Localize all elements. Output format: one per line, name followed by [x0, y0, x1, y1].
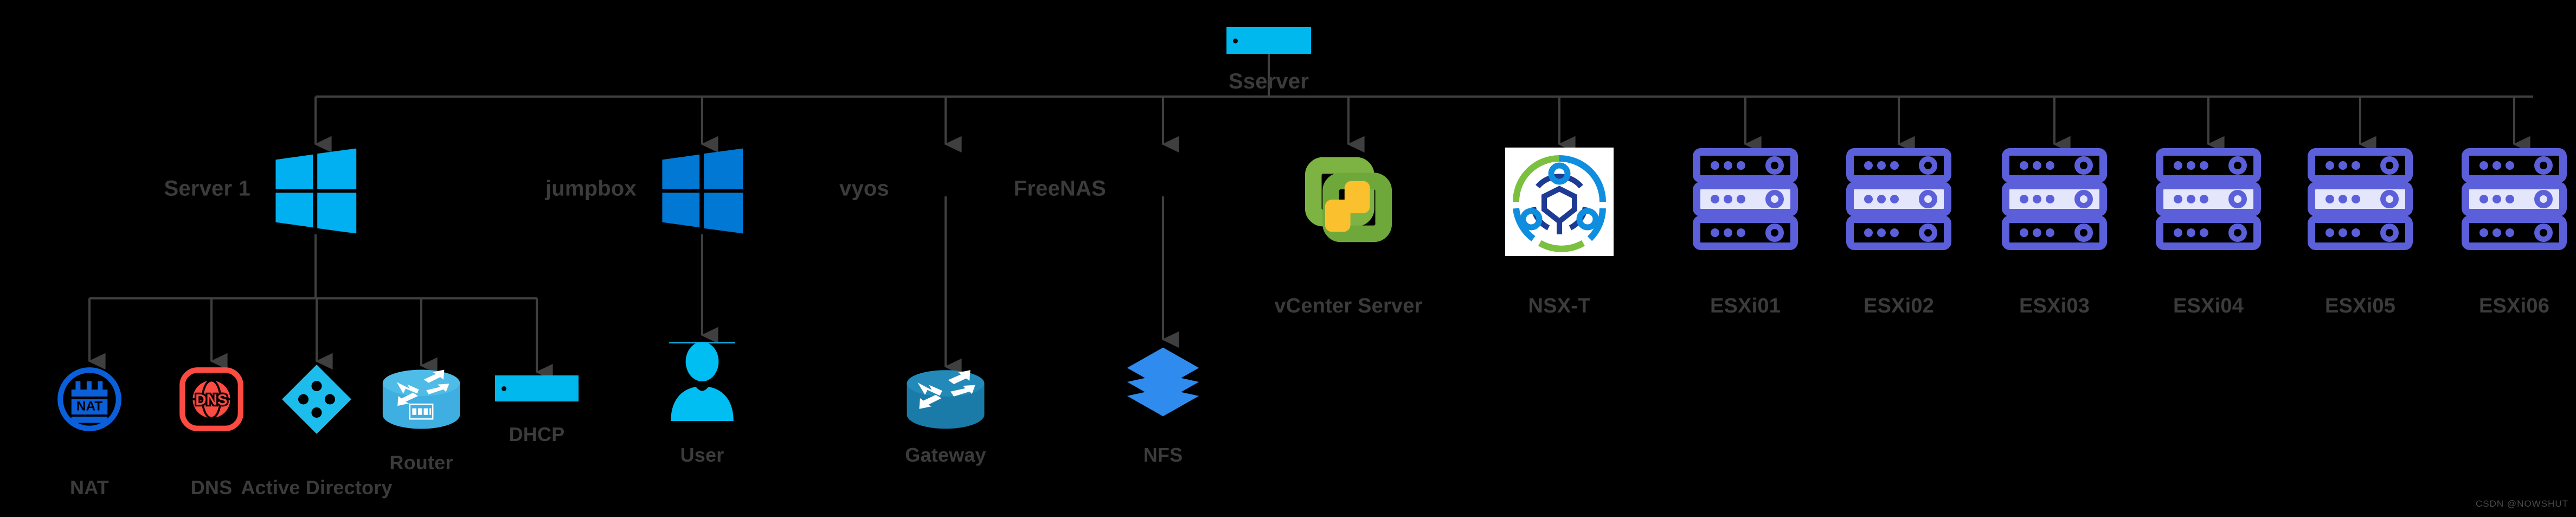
node-vcenter[interactable] — [1300, 148, 1397, 251]
svg-text:NAT: NAT — [76, 399, 102, 413]
label-router: Router — [389, 451, 453, 474]
svg-text:DNS: DNS — [195, 391, 227, 408]
node-esxi05[interactable] — [2306, 148, 2414, 251]
windows-logo-icon — [275, 148, 357, 234]
server-stack-icon — [1693, 148, 1798, 250]
label-esxi03: ESXi03 — [2019, 295, 2090, 317]
label-dhcp: DHCP — [509, 423, 565, 445]
label-gateway: Gateway — [905, 444, 986, 466]
label-jumpbox: jumpbox — [545, 176, 637, 201]
label-dns: DNS — [190, 476, 233, 499]
node-nsxt[interactable] — [1505, 148, 1614, 256]
server-stack-icon — [1846, 148, 1951, 250]
server-stack-icon — [2462, 148, 2567, 250]
label-freenas: FreeNAS — [1013, 176, 1106, 201]
node-esxi02[interactable] — [1845, 148, 1953, 251]
nat-circle-icon: NAT — [57, 367, 121, 431]
label-esxi06: ESXi06 — [2478, 295, 2550, 317]
label-esxi01: ESXi01 — [1710, 295, 1781, 317]
label-vcenter: vCenter Server — [1274, 295, 1423, 317]
box-indicator-dot — [502, 386, 506, 391]
label-activedirectory: Active Directory — [241, 476, 393, 499]
label-sserver: Sserver — [1228, 69, 1309, 93]
box-indicator-dot — [1233, 39, 1238, 43]
node-sserver[interactable] — [1226, 27, 1311, 54]
node-esxi01[interactable] — [1691, 148, 1800, 251]
user-person-icon — [669, 342, 735, 421]
label-vyos: vyos — [839, 176, 889, 201]
node-router[interactable] — [380, 369, 462, 430]
nsxt-logo-icon — [1505, 148, 1614, 256]
vcenter-logo-icon — [1305, 157, 1392, 242]
nfs-layers-icon — [1127, 347, 1199, 417]
gateway-cylinder-icon — [907, 370, 985, 429]
node-activedirectory[interactable] — [280, 362, 354, 436]
label-nfs: NFS — [1143, 444, 1183, 466]
node-nat[interactable]: NAT — [55, 365, 124, 434]
label-esxi04: ESXi04 — [2173, 295, 2244, 317]
ad-diamond-icon — [282, 365, 351, 434]
cyan-box-icon — [1226, 27, 1311, 54]
node-esxi04[interactable] — [2154, 148, 2263, 251]
label-nsxt: NSX-T — [1528, 295, 1591, 317]
label-nat: NAT — [70, 476, 109, 499]
label-server1: Server 1 — [164, 176, 250, 201]
node-dhcp[interactable] — [495, 375, 579, 401]
label-esxi02: ESXi02 — [1863, 295, 1935, 317]
node-gateway[interactable] — [904, 370, 987, 430]
router-cylinder-icon — [382, 369, 460, 429]
node-esxi06[interactable] — [2460, 148, 2568, 251]
cyan-box-icon — [495, 375, 579, 401]
windows-logo-icon — [662, 148, 743, 234]
node-user[interactable] — [667, 339, 737, 421]
node-nfs[interactable] — [1124, 343, 1202, 421]
node-dns[interactable]: DNS — [177, 365, 246, 434]
label-esxi05: ESXi05 — [2324, 295, 2396, 317]
node-server1[interactable] — [272, 148, 359, 234]
node-esxi03[interactable] — [2000, 148, 2109, 251]
watermark: CSDN @NOWSHUT — [2476, 499, 2568, 509]
server-stack-icon — [2308, 148, 2413, 250]
server-stack-icon — [2156, 148, 2261, 250]
label-user: User — [680, 444, 724, 466]
dns-square-icon: DNS — [179, 367, 243, 431]
server-stack-icon — [2002, 148, 2107, 250]
node-jumpbox[interactable] — [659, 148, 746, 234]
